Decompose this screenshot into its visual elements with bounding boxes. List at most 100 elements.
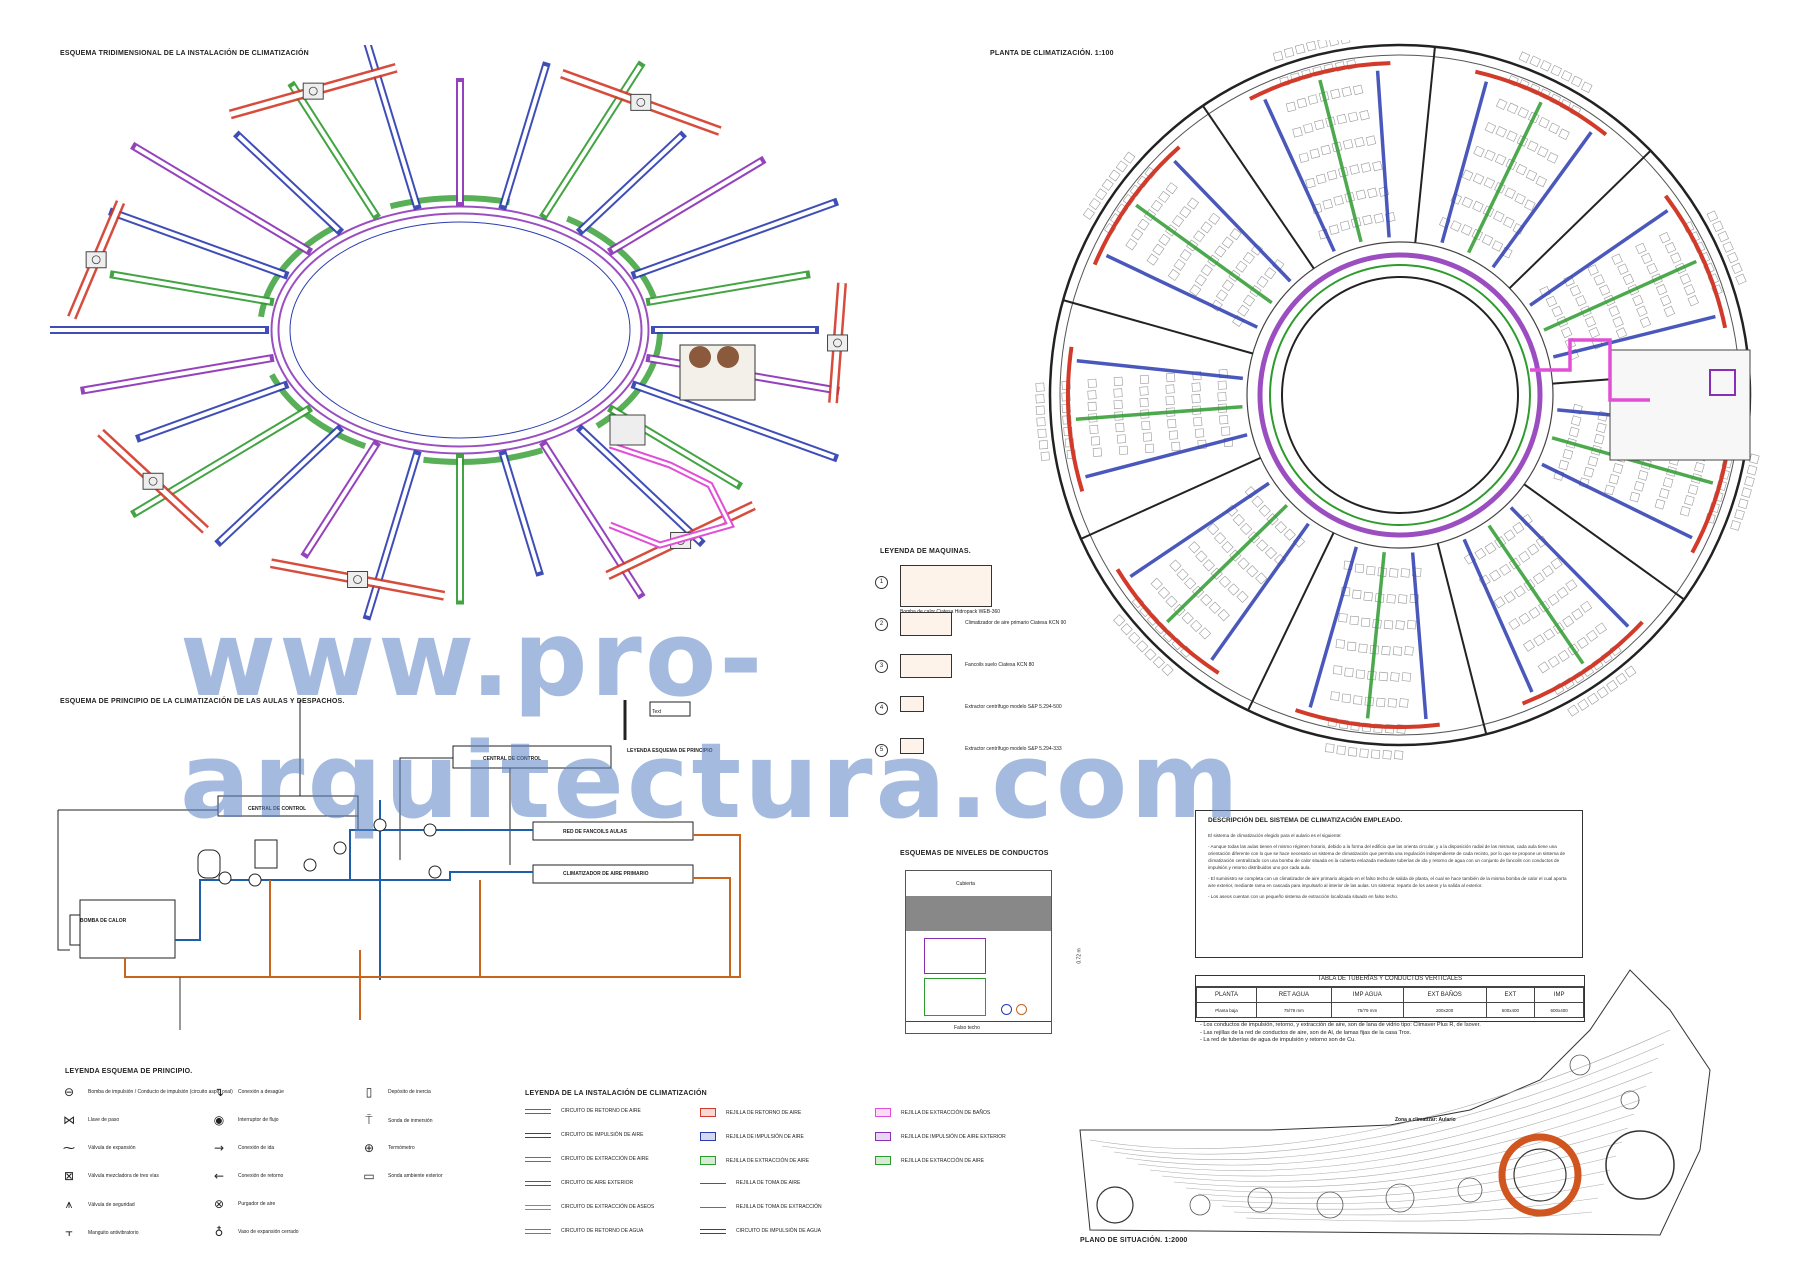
seat [1359,748,1369,758]
system-description: DESCRIPCIÓN DEL SISTEMA DE CLIMATIZACIÓN… [1195,810,1583,958]
branch-duct-core [237,134,340,232]
installation-legend-item: CIRCUITO DE RETORNO DE AIRE [525,1108,641,1114]
seat [1679,273,1692,285]
classroom-wall [1080,456,1261,540]
seat [1038,440,1049,450]
seat [1035,394,1045,404]
seat [1387,698,1398,708]
seat [1594,622,1607,635]
seat [1353,695,1363,705]
legend-label: Depósito de inercia [388,1089,431,1095]
seat [1152,656,1165,669]
legend-swatch [525,1156,551,1162]
seat [1495,126,1507,138]
principle-legend-item: ♁Vaso de expansión cerrado [210,1225,299,1239]
seat [1495,98,1508,111]
seat [1139,374,1150,385]
seat [1580,81,1593,93]
description-p4: - Los aseos cuentan con un pequeño siste… [1208,894,1399,899]
classroom-duct [1135,203,1273,305]
seat [1165,595,1178,608]
legend-label: Llave de paso [88,1117,120,1123]
primary-air-handler-label: CLIMATIZADOR DE AIRE PRIMARIO [563,871,649,877]
fancoil-unit [827,334,849,352]
control-wire-hp [57,810,70,951]
seat [1550,64,1563,77]
seat [1325,743,1335,753]
seat [1152,243,1165,256]
seat [1514,193,1526,205]
seat [1195,550,1208,563]
return-duct-perimeter [1092,145,1181,266]
seat [1179,249,1192,262]
seat [1584,316,1597,328]
classroom-duct [1467,101,1543,254]
installation-legend-item: CIRCUITO DE EXTRACCIÓN DE ASEOS [525,1204,654,1210]
seat [1352,589,1362,600]
site-circle [1189,1194,1211,1216]
table-notes: - Los conductos de impulsión, retorno, y… [1200,1022,1481,1045]
services-room [1609,349,1751,461]
seat [1292,127,1303,138]
heat-pump-side [69,914,81,946]
machine-description: Extractor centrífugo modelo S&P 5.294-50… [965,704,1062,710]
seat [1406,619,1417,630]
description-p1: El sistema de climatización elegido para… [1208,833,1342,838]
seat [1538,117,1550,129]
seat [1472,200,1484,213]
seat [1617,263,1629,275]
seat [1734,509,1745,520]
branch-duct-core [580,428,702,543]
watermark: www.pro-arquitectura.com [180,598,1242,842]
seat [1493,596,1506,609]
seat [1186,197,1199,210]
seat [1365,135,1377,146]
existing-building [1096,1186,1134,1224]
seat [1191,382,1201,392]
site-circle [1620,1090,1640,1110]
seat [1157,586,1171,599]
seat [1557,649,1570,662]
installation-legend-item: CIRCUITO DE RETORNO DE AGUA [525,1228,643,1234]
seat [1341,86,1352,97]
installation-legend-item: REJILLA DE TOMA DE AIRE [700,1180,800,1186]
seat [1687,295,1699,307]
pump-symbol [303,858,317,872]
legend-swatch [700,1156,716,1165]
seat [1587,692,1600,705]
machine-symbol [900,696,924,712]
seat [1184,577,1197,590]
classroom-duct [1129,481,1270,578]
machines-legend: 1Bomba de calor Ciatesa Hidropack WEB-36… [875,565,1135,820]
seat [1586,629,1598,642]
seat [1338,613,1348,623]
central-control-1-label: CENTRAL DE CONTROL [248,806,307,812]
control-wiring [58,700,511,865]
seat [1237,557,1250,570]
legend-symbol-icon: ⁓ [63,1141,75,1155]
seat [1200,593,1213,607]
seat [1272,51,1284,62]
heat-pump-fan [717,346,739,368]
principle-legend-item: ⊖Bomba de impulsión / Conducto de impuls… [60,1085,233,1099]
seat [1137,218,1150,231]
legend-label: REJILLA DE EXTRACCIÓN DE AIRE [901,1157,985,1164]
seat [1641,252,1653,265]
seat [1171,441,1181,451]
seat [1360,617,1371,628]
seat [1309,148,1321,159]
seat [1491,240,1504,252]
seat [1393,750,1404,760]
seat [1494,153,1507,166]
principle-legend-item: ⍑Sonda de inmersión [360,1113,432,1128]
legend-label: Sonda de inmersión [388,1117,433,1124]
seat [1344,667,1354,678]
seat [1125,238,1138,251]
seat [1571,75,1583,88]
seat [1636,305,1648,317]
seat [1189,284,1202,297]
air-handler-3d [609,414,646,446]
legend-swatch [525,1204,551,1210]
principle-diagram [57,700,741,1030]
